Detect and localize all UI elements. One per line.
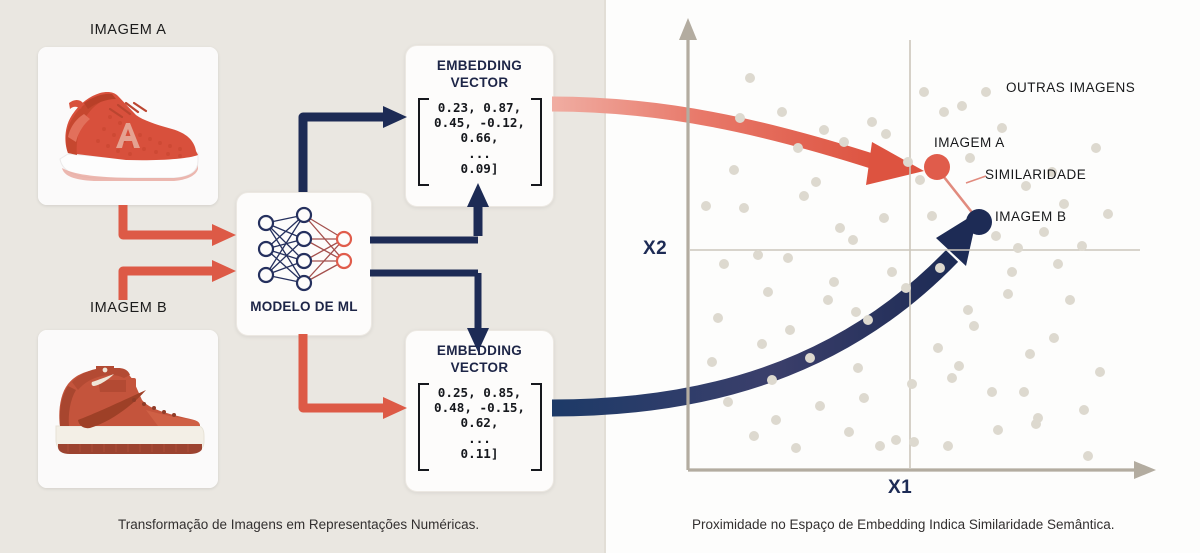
embedding-row: ...	[468, 430, 491, 446]
right-panel-caption: Proximidade no Espaço de Embedding Indic…	[692, 517, 1115, 532]
plot-label-outras-imagens: OUTRAS IMAGENS	[1006, 80, 1136, 95]
embedding-row: 0.62,	[460, 415, 499, 431]
embedding-title-a: EMBEDDING VECTOR	[437, 58, 522, 92]
embedding-values-b: 0.25, 0.85, 0.48, -0.15, 0.62, ... 0.11]	[417, 382, 542, 471]
ml-model-box: MODELO DE ML	[236, 192, 372, 336]
left-panel-caption: Transformação de Imagens em Representaçõ…	[118, 517, 480, 532]
embedding-title-b-line2: VECTOR	[450, 359, 509, 375]
input-image-card-b	[38, 330, 218, 488]
embedding-row: 0.48, -0.15,	[434, 400, 525, 416]
embedding-row: 0.11]	[460, 446, 499, 462]
sneaker-b-image	[38, 330, 218, 488]
plot-label-similaridade: SIMILARIDADE	[985, 167, 1087, 182]
embedding-title-b-line1: EMBEDDING	[436, 343, 523, 358]
embedding-values-a: 0.23, 0.87, 0.45, -0.12, 0.66, ... 0.09]	[417, 97, 542, 186]
input-image-card-a	[38, 47, 218, 205]
embedding-row: ...	[468, 145, 491, 161]
embedding-row: 0.23, 0.87,	[437, 99, 522, 115]
embedding-title-b: EMBEDDING VECTOR	[437, 343, 522, 377]
embedding-row: 0.09]	[460, 161, 499, 177]
embedding-row: 0.66,	[460, 130, 499, 146]
embedding-vector-box-b: EMBEDDING VECTOR 0.25, 0.85, 0.48, -0.15…	[405, 330, 554, 492]
bracket-left-a	[417, 97, 429, 186]
plot-label-imagem-b: IMAGEM B	[995, 209, 1067, 224]
axis-label-x2: X2	[643, 238, 668, 259]
bracket-left-b	[417, 382, 429, 471]
input-label-imagem-a: IMAGEM A	[90, 22, 167, 38]
ml-model-title: MODELO DE ML	[250, 299, 358, 314]
plot-label-imagem-a: IMAGEM A	[934, 135, 1005, 150]
panel-divider	[604, 0, 606, 553]
input-label-imagem-b: IMAGEM B	[90, 300, 168, 316]
embedding-title-a-line1: EMBEDDING	[436, 58, 523, 73]
embedding-title-a-line2: VECTOR	[450, 74, 509, 90]
embedding-row: 0.25, 0.85,	[437, 384, 522, 400]
embedding-row: 0.45, -0.12,	[434, 115, 525, 131]
sneaker-a-image	[38, 47, 218, 205]
axis-label-x1: X1	[888, 477, 913, 498]
embedding-vector-box-a: EMBEDDING VECTOR 0.23, 0.87, 0.45, -0.12…	[405, 45, 554, 207]
bracket-right-a	[530, 97, 542, 186]
bracket-right-b	[530, 382, 542, 471]
neural-network-icon	[257, 206, 353, 292]
